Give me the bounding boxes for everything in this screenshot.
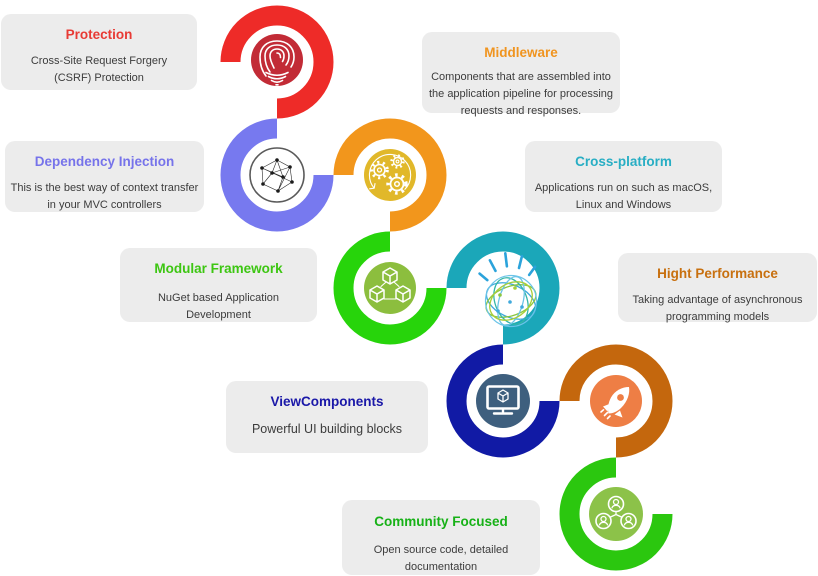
watson-sphere-dots: [496, 286, 524, 313]
feature-title: Modular Framework: [154, 261, 283, 276]
ring-arc-viewcomponents: [446, 344, 560, 458]
feature-title: ViewComponents: [270, 394, 384, 409]
feature-title: Dependency Injection: [34, 154, 175, 169]
feature-card-dependency-injection: Dependency Injection This is the best wa…: [5, 141, 204, 212]
ring-arcs: [220, 5, 673, 571]
gears-icon: [364, 149, 416, 201]
feature-card-cross-platform: Cross-platform Applications run on such …: [525, 141, 722, 212]
feature-title: Cross-platform: [575, 154, 672, 169]
watson-rays: [478, 252, 537, 282]
feature-description: This is the best way of context transfer…: [10, 182, 199, 212]
feature-description: Cross-Site Request Forgery (CSRF) Protec…: [30, 55, 168, 85]
cubes-icon: [364, 262, 416, 314]
ring-arc-hight-performance: [559, 344, 673, 458]
ring-arc-middleware: [333, 118, 447, 232]
feature-description: Taking advantage of asynchronous program…: [632, 294, 803, 324]
feature-card-viewcomponents: ViewComponents Powerful UI building bloc…: [226, 381, 428, 453]
feature-card-community-focused: Community Focused Open source code, deta…: [342, 500, 540, 575]
feature-description: Components that are assembled into the a…: [428, 71, 614, 118]
feature-card-hight-performance: Hight Performance Taking advantage of as…: [618, 253, 817, 323]
ring-arc-community-focused: [559, 457, 673, 571]
feature-card-modular-framework: Modular Framework NuGet based Applicatio…: [120, 248, 317, 322]
watson-sphere-icon: [478, 252, 538, 328]
feature-title: Hight Performance: [657, 266, 778, 281]
feature-description: Open source code, detailed documentation: [373, 544, 509, 574]
fingerprint-icon: [251, 34, 303, 86]
ring-arc-protection: [220, 5, 334, 119]
ring-arc-modular-framework: [333, 231, 447, 345]
ring-arc-cross-platform: [446, 231, 560, 345]
feature-title: Protection: [65, 27, 133, 42]
feature-description: Applications run on such as macOS, Linux…: [534, 182, 713, 212]
ring-arc-dependency-injection: [220, 118, 334, 232]
feature-card-protection: Protection Cross-Site Request Forgery (C…: [1, 14, 197, 90]
feature-title: Community Focused: [374, 514, 508, 529]
monitor-cube-icon: [476, 374, 530, 428]
community-icon: [589, 487, 643, 541]
feature-description: NuGet based Application Development: [157, 292, 280, 322]
feature-title: Middleware: [484, 45, 558, 60]
network-graph-icon: [249, 147, 305, 203]
rocket-icon: [590, 375, 642, 427]
feature-card-middleware: Middleware Components that are assembled…: [422, 32, 620, 117]
feature-description: Powerful UI building blocks: [251, 422, 403, 436]
